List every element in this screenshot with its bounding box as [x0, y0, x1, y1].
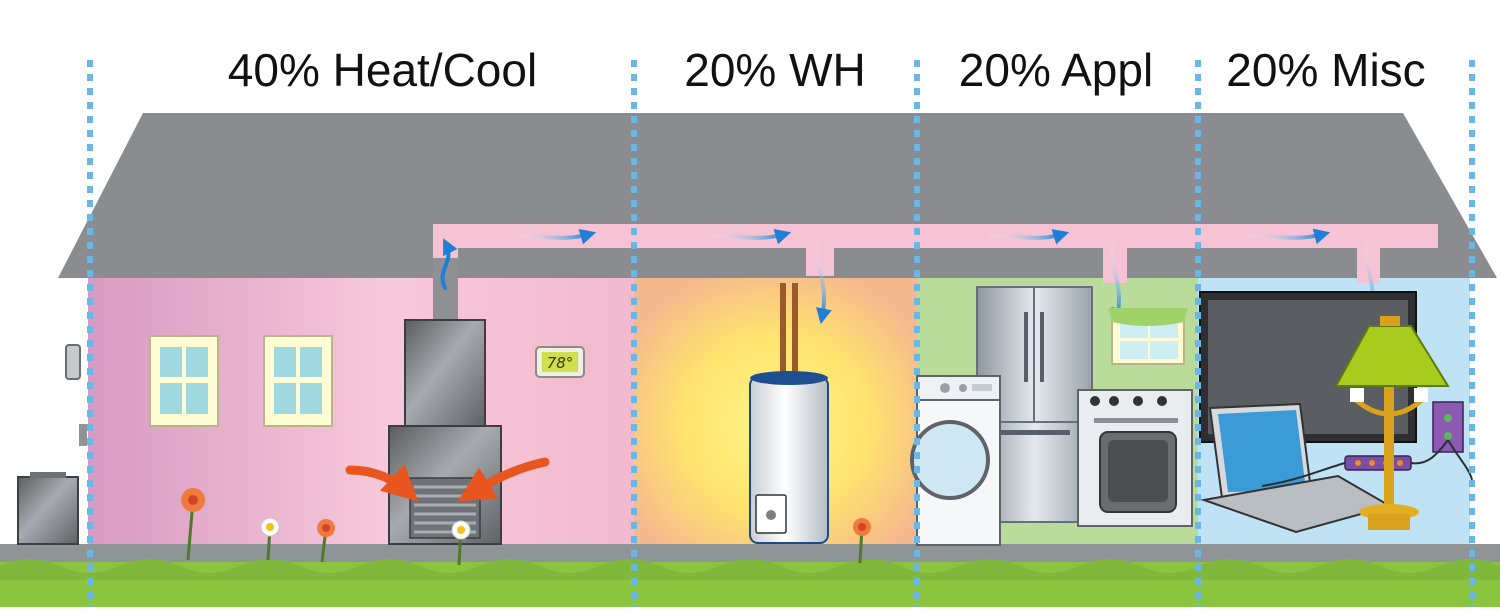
window-icon: [1108, 308, 1188, 365]
thermostat-reading: 78°: [547, 354, 574, 372]
flower-icon: [853, 518, 871, 564]
laptop-icon: [1200, 402, 1393, 534]
label-appliances: 20% Appl: [958, 44, 1154, 96]
outdoor-ac-unit-icon: [17, 472, 79, 545]
airflow-arrow-icon: [703, 228, 792, 245]
power-strip-icon: [1344, 455, 1412, 471]
exterior-outlet-icon: [79, 424, 87, 446]
grass-edge: [0, 559, 1500, 580]
airflow-arrow-icon: [440, 238, 458, 290]
label-water-heating: 20% WH: [684, 44, 866, 96]
furnace-icon: [388, 319, 502, 545]
flower-icon: [181, 488, 205, 561]
flower-icon: [317, 519, 335, 563]
outlet-icon: [1432, 401, 1464, 453]
return-air-arrow-icon: [345, 464, 419, 502]
washing-machine-icon: [910, 375, 1001, 546]
airflow-arrow-icon: [1110, 238, 1127, 325]
label-misc: 20% Misc: [1226, 44, 1426, 96]
flower-icon: [451, 520, 471, 566]
airflow-arrow-icon: [1238, 228, 1331, 245]
airflow-arrow-icon: [508, 228, 597, 245]
thermostat-icon: 78°: [535, 346, 585, 378]
exterior-light-icon: [65, 344, 81, 380]
water-heater-icon: [749, 283, 829, 544]
ground-strip: [0, 544, 1500, 564]
airflow-arrow-icon: [815, 238, 832, 325]
stove-icon: [1077, 389, 1193, 527]
window-icon: [263, 335, 333, 427]
supply-duct: [433, 224, 1438, 293]
lamp-icon: [1334, 316, 1450, 530]
airflow-arrows: [440, 228, 1381, 325]
roof: [58, 113, 1497, 278]
label-heat-cool: 40% Heat/Cool: [227, 44, 538, 96]
power-cord: [1261, 439, 1473, 487]
return-air-arrow-icon: [457, 457, 550, 502]
airflow-arrow-icon: [983, 229, 1070, 245]
flower-icon: [260, 517, 280, 561]
window-icon: [149, 335, 219, 427]
